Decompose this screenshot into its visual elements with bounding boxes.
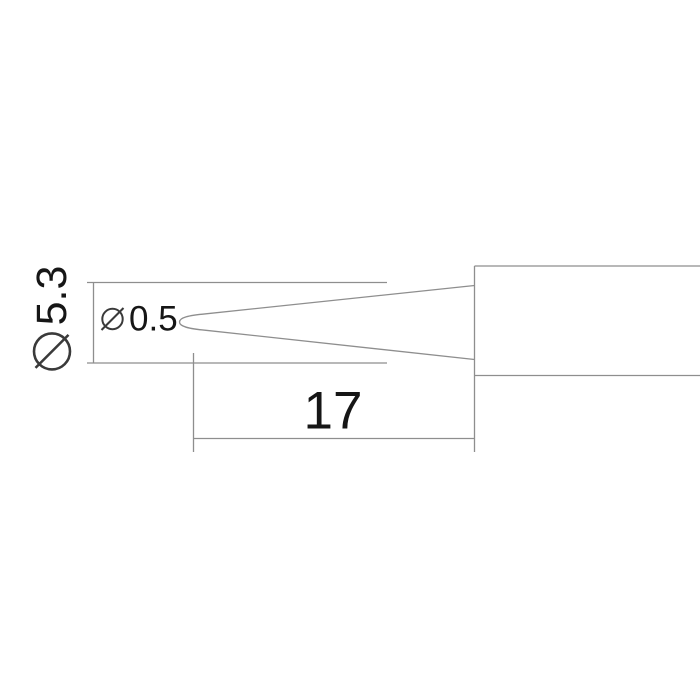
diameter-icon: [100, 307, 125, 331]
diameter-icon: [32, 332, 72, 371]
cone-tip-profile: [178, 284, 475, 361]
dimension-label-tip-diameter: 0.5: [99, 302, 178, 337]
dimension-label-tip-length: 17: [304, 385, 363, 438]
tip-length-value: 17: [303, 381, 363, 441]
drawing-line-group: [87, 265, 700, 452]
tip-diameter-value: 0.5: [129, 299, 178, 339]
dimension-label-shank-diameter: 5.3: [27, 265, 76, 375]
shank-diameter-value: 5.3: [27, 265, 76, 326]
